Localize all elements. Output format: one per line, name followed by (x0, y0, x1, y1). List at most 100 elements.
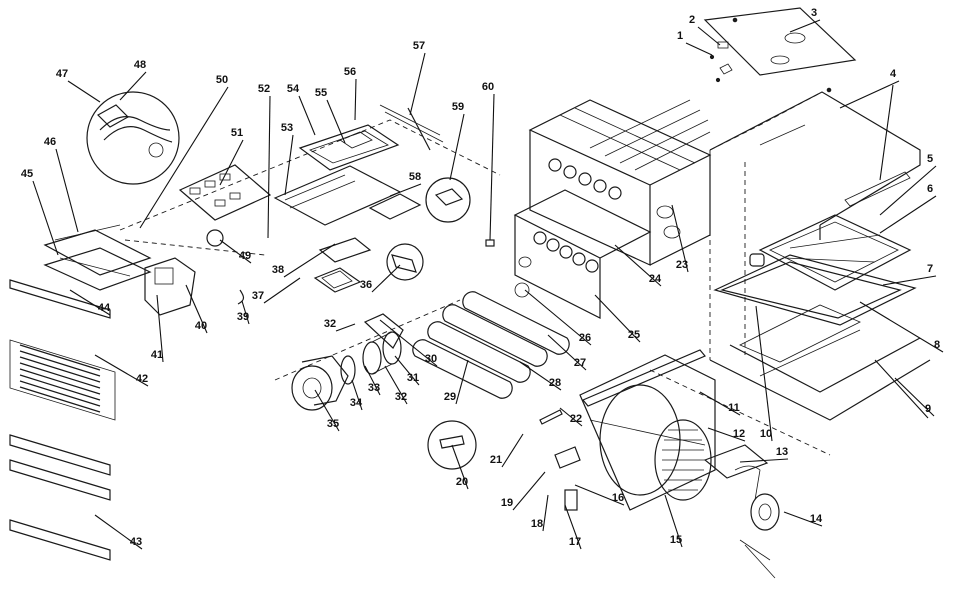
callout-leader-50 (139, 86, 229, 229)
callout-number-1: 1 (677, 30, 683, 42)
callout-number-33: 33 (368, 382, 380, 394)
callout-leader-1 (685, 42, 713, 56)
callout-leader-56 (354, 78, 357, 121)
callout-leader-15 (664, 494, 683, 548)
callout-number-39: 39 (237, 311, 249, 323)
callout-number-21: 21 (490, 454, 502, 466)
callout-leader-60 (489, 93, 495, 241)
callout-leader-21 (501, 433, 524, 468)
callout-leader-28 (519, 361, 562, 391)
callout-number-19: 19 (501, 497, 513, 509)
wiring-detail-part (86, 91, 180, 185)
callout-number-10: 10 (760, 428, 772, 440)
callout-leader-2 (697, 26, 721, 46)
heat-exchanger-part (528, 99, 712, 266)
callout-number-7: 7 (927, 263, 933, 275)
callout-number-8: 8 (934, 339, 940, 351)
callout-number-17: 17 (569, 536, 581, 548)
callout-labels: 1234567891011121314151617181920212223242… (21, 7, 944, 550)
callout-number-24: 24 (649, 273, 662, 285)
top-cover-part (703, 7, 857, 93)
callout-number-5: 5 (927, 153, 933, 165)
callout-leader-5 (879, 165, 937, 216)
callout-leader-4 (839, 80, 900, 109)
callout-number-31: 31 (407, 372, 419, 384)
callout-leader-40 (185, 284, 208, 334)
callout-number-42: 42 (136, 373, 148, 385)
callout-number-20: 20 (456, 476, 468, 488)
callout-number-16: 16 (612, 492, 624, 504)
callout-leader-14 (783, 511, 823, 527)
callout-number-12: 12 (733, 428, 745, 440)
callout-leader-53 (284, 134, 294, 196)
callout-number-55: 55 (315, 87, 327, 99)
callout-leader-54 (298, 95, 316, 136)
callout-leader-13 (739, 458, 789, 463)
callout-leader-52 (267, 95, 271, 239)
callout-number-25: 25 (628, 329, 640, 341)
callout-number-28: 28 (549, 377, 561, 389)
callout-leader-7 (882, 275, 937, 286)
callout-leader-38 (283, 243, 336, 278)
callout-leader-59 (449, 113, 465, 181)
callout-leader-48 (119, 71, 147, 101)
blower-assembly-part (539, 349, 780, 579)
gas-valve-part (386, 243, 424, 281)
callout-number-2: 2 (689, 14, 695, 26)
callout-number-27: 27 (574, 357, 586, 369)
control-box-part (43, 224, 245, 316)
callout-number-58: 58 (409, 171, 421, 183)
callout-leader-17 (564, 504, 582, 550)
callout-leader-22 (559, 407, 583, 427)
callout-number-22: 22 (570, 413, 582, 425)
callout-leader-33 (364, 365, 381, 396)
callout-leader-3 (789, 19, 821, 33)
callout-leader-9 (894, 377, 935, 417)
callout-leader-18 (542, 494, 549, 532)
callout-leader-46 (55, 148, 79, 233)
callout-leader-35 (314, 389, 340, 432)
callout-number-29: 29 (444, 391, 456, 403)
callout-number-26: 26 (579, 332, 591, 344)
callout-number-32: 32 (324, 318, 336, 330)
callout-number-11: 11 (728, 402, 740, 414)
callout-number-53: 53 (281, 122, 293, 134)
callout-number-50: 50 (216, 74, 228, 86)
gasket-part (313, 267, 362, 293)
callout-number-23: 23 (676, 259, 688, 271)
callout-leader-34 (351, 379, 363, 411)
callout-number-32b: 32 (395, 391, 407, 403)
callout-leader-32 (335, 323, 356, 332)
callout-leader-49 (219, 239, 252, 264)
callout-number-48: 48 (134, 59, 146, 71)
callout-number-41: 41 (151, 349, 163, 361)
callout-number-38: 38 (272, 264, 284, 276)
callout-leader-58 (389, 183, 422, 197)
callout-leader-55 (326, 99, 346, 144)
callout-number-60: 60 (482, 81, 494, 93)
callout-leader-43 (94, 514, 143, 550)
callout-number-45: 45 (21, 168, 33, 180)
callout-number-37: 37 (252, 290, 264, 302)
clip-part (485, 239, 495, 247)
burner-box-part (513, 189, 652, 319)
callout-leader-10 (755, 305, 773, 442)
callout-number-6: 6 (927, 183, 933, 195)
callout-number-3: 3 (811, 7, 817, 19)
callout-number-15: 15 (670, 534, 682, 546)
screw-part (709, 41, 733, 83)
callout-number-40: 40 (195, 320, 207, 332)
callout-leader-45 (32, 180, 59, 256)
callout-leader-29 (455, 359, 469, 405)
callout-number-34: 34 (350, 397, 363, 409)
sensor-detail-part (425, 177, 471, 223)
callout-number-35: 35 (327, 418, 339, 430)
callout-number-13: 13 (776, 446, 788, 458)
callout-number-57: 57 (413, 40, 425, 52)
callout-number-9: 9 (925, 403, 931, 415)
callout-leader-51 (219, 139, 244, 186)
callout-number-59: 59 (452, 101, 464, 113)
callout-number-44: 44 (98, 302, 111, 314)
callout-number-51: 51 (231, 127, 243, 139)
